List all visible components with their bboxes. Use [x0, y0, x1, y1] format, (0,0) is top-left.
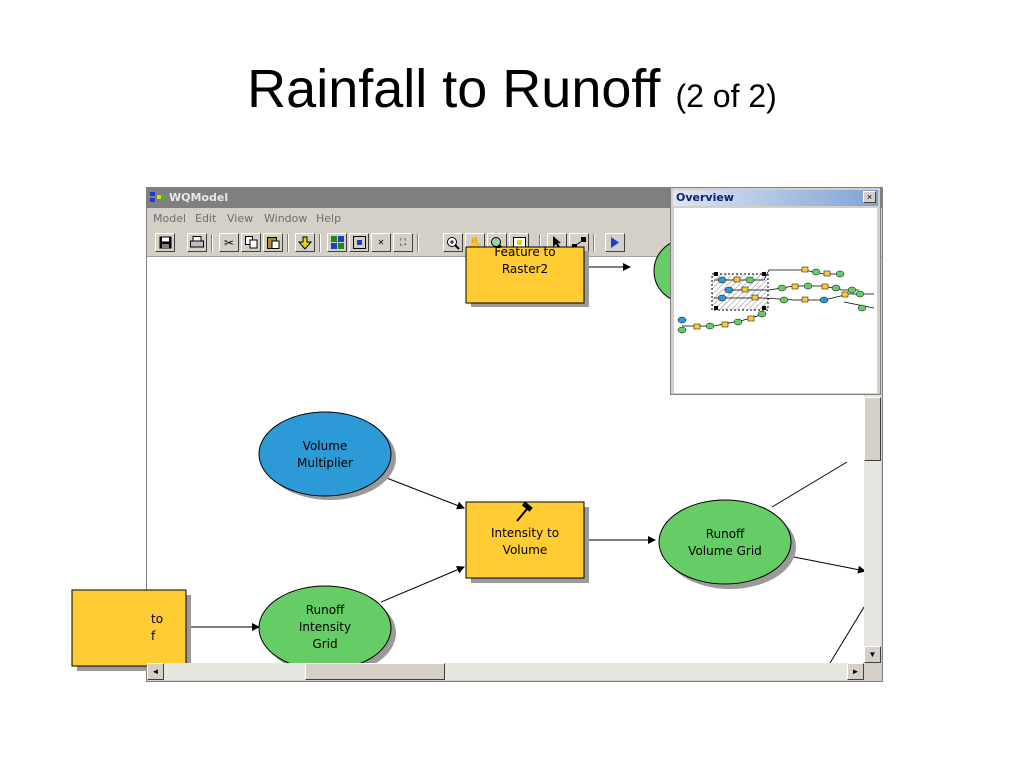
toolbar-separator [417, 234, 419, 252]
full-extent-button[interactable] [349, 233, 369, 252]
zoom-in-button[interactable] [443, 233, 463, 252]
hammer-icon [516, 501, 533, 522]
overview-nodes [677, 266, 867, 334]
toolbar-separator [593, 234, 595, 252]
zoom-in-fixed-icon: ✕ [377, 237, 385, 247]
model-app-icon [150, 192, 166, 202]
toolbar-separator [287, 234, 289, 252]
overview-titlebar[interactable]: Overview × [673, 190, 878, 206]
menu-view[interactable]: View [227, 212, 254, 225]
full-extent-icon [352, 236, 366, 249]
overview-connectors [682, 269, 875, 327]
toolbar-separator [211, 234, 213, 252]
cut-button[interactable]: ✂ [219, 233, 239, 252]
grid-view-button[interactable] [327, 233, 347, 252]
scroll-left-button[interactable]: ◄ [147, 663, 164, 680]
overview-thumbnail [677, 266, 875, 334]
connect-icon [572, 236, 586, 249]
paste-icon [266, 237, 279, 249]
arrow-right-icon: ► [851, 667, 860, 676]
overview-title: Overview [676, 191, 734, 204]
save-button[interactable] [155, 233, 175, 252]
resize-grip[interactable] [864, 663, 881, 680]
close-icon: × [866, 192, 873, 202]
horizontal-scrollbar[interactable]: ◄ ► [147, 663, 864, 680]
printer-icon [190, 236, 204, 248]
vertical-scroll-thumb[interactable] [864, 397, 881, 461]
slide-title-sub: (2 of 2) [675, 78, 777, 114]
scroll-right-button[interactable]: ► [847, 663, 864, 680]
zoom-out-fixed-icon: ⛶ [399, 237, 407, 247]
connector-line [380, 566, 465, 603]
menu-window[interactable]: Window [264, 212, 308, 225]
overview-panel: Overview × [670, 187, 881, 395]
scissors-icon: ✂ [223, 235, 235, 250]
scroll-down-button[interactable]: ▼ [864, 646, 881, 663]
hand-icon: ✋ [467, 235, 483, 250]
paste-button[interactable] [263, 233, 283, 252]
horizontal-scroll-thumb[interactable] [305, 663, 445, 680]
window-title: WQModel [169, 191, 229, 204]
connector-line [829, 606, 865, 664]
save-icon [159, 236, 171, 249]
overview-map[interactable] [674, 208, 877, 393]
toolbar-separator [319, 234, 321, 252]
connector-line [771, 461, 848, 508]
run-button[interactable] [605, 233, 625, 252]
arrow-cursor-icon [553, 236, 561, 248]
overview-close-button[interactable]: × [863, 191, 876, 203]
connector-line [788, 555, 866, 574]
menu-edit[interactable]: Edit [195, 212, 217, 225]
toolbar-separator [539, 234, 541, 252]
slide-title-main: Rainfall to Runoff [247, 59, 661, 119]
arrow-left-icon: ◄ [151, 667, 160, 676]
connector-line [383, 476, 465, 510]
copy-button[interactable] [241, 233, 261, 252]
grid-icon [330, 236, 344, 249]
add-data-icon [297, 236, 313, 250]
run-icon [611, 237, 619, 248]
menu-help[interactable]: Help [316, 212, 342, 225]
add-data-button[interactable] [295, 233, 315, 252]
print-button[interactable] [187, 233, 207, 252]
magnifier-plus-icon [447, 236, 460, 250]
zoom-in-fixed-button[interactable]: ✕ [371, 233, 391, 252]
arrow-down-icon: ▼ [868, 650, 877, 659]
menu-model[interactable]: Model [153, 212, 187, 225]
slide-title: Rainfall to Runoff (2 of 2) [0, 62, 1024, 116]
zoom-out-fixed-button[interactable]: ⛶ [393, 233, 413, 252]
copy-icon [244, 236, 257, 249]
